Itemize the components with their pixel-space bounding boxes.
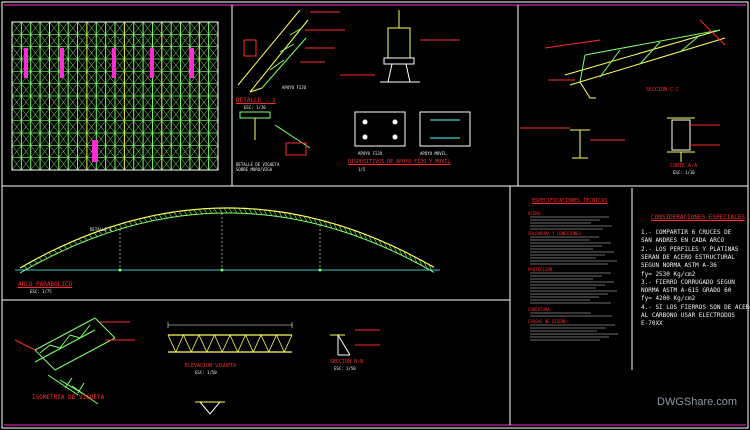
consideraciones-title: CONSIDERACIONES ESPECIALES xyxy=(651,214,745,221)
spec-heading: ACERO: xyxy=(528,211,543,216)
apoyo-fijo-2-label: APOYO FIJO xyxy=(358,151,383,156)
especificaciones-title: ESPECIFICACIONES TECNICAS xyxy=(532,198,608,204)
seccion-bb-scale: ESC: 1/50 xyxy=(334,366,356,371)
detalle-1-drawing xyxy=(237,9,345,156)
isometria-vigueta-drawing xyxy=(14,317,135,405)
seccion-cc-title: SECCION C-C xyxy=(646,87,680,93)
corte-aa-drawing xyxy=(520,117,720,162)
dispositivo-apoyo-drawing xyxy=(340,10,471,147)
corte-aa-title: CORTE A-A xyxy=(670,163,698,169)
consideracion-line: fy= 2530 Kg/cm2 xyxy=(641,270,696,278)
arco-parabolico-drawing xyxy=(15,207,440,274)
watermark: DWGShare.com xyxy=(657,396,738,408)
dispositivo-scale: 1/5 xyxy=(358,167,366,172)
seccion-bb-title: SECCION B-B xyxy=(330,359,364,365)
spec-heading: SOLDADURA Y CONEXIONES: xyxy=(528,231,584,236)
consideracion-line: fy= 4200 Kg/cm2 xyxy=(641,295,696,303)
detalle-2-label: DETALLE 2 xyxy=(90,227,112,232)
spec-body-lines xyxy=(530,216,618,341)
isometria-title: ISOMETRIA DE VIGUETA xyxy=(32,394,105,401)
consideracion-line: 3.- FIERRO CORRUGADO SEGUN xyxy=(641,278,735,286)
apoyo-movil-label: APOYO MOVIL xyxy=(420,151,447,156)
seccion-cc-drawing xyxy=(544,19,726,99)
detalle-1-scale: ESC: 1/10 xyxy=(244,105,266,110)
spec-heading: CARGAS DE DISEÑO: xyxy=(528,319,569,324)
consideracion-line: 1.- COMPARTIR 6 CRUCES DE xyxy=(641,229,732,236)
seccion-bb-drawing xyxy=(330,329,380,356)
spec-heading: PROTECCION: xyxy=(528,267,555,272)
dispositivo-title: DISPOSITIVOS DE APOYO FIJO Y MOVIL xyxy=(348,159,451,165)
consideracion-line: 2.- LOS PERFILES Y PLATINAS xyxy=(641,245,739,253)
detalle-1-title: DETALLE - 1 xyxy=(236,97,276,104)
consideracion-line: AL CARBONO USAR ELECTRODOS xyxy=(641,312,735,319)
consideracion-line: NORMA ASTM A-615 GRADO 60 xyxy=(641,287,732,295)
elevacion-title: ELEVACION VIGUETA xyxy=(185,363,237,369)
roof-plan-grid xyxy=(11,21,219,171)
corte-aa-scale: ESC: 1/10 xyxy=(673,170,695,175)
apoyo-fijo-label: APOYO FIJO xyxy=(282,85,307,90)
arco-title: ARCO PARABOLICO xyxy=(18,281,73,288)
consideracion-line: SERAN DE ACERO ESTRUCTURAL xyxy=(641,253,735,261)
consideracion-line: SAN ANDRES EN CADA ARCO xyxy=(641,237,725,245)
consideracion-line: SEGUN NORMA ASTM A-36 xyxy=(641,262,717,270)
detalle-vigueta-label: DETALLE DE VIGUETA xyxy=(236,162,280,167)
detalle-vigueta-sub: SOBRE MURO/VIGA xyxy=(236,167,273,172)
elevacion-scale: ESC: 1/50 xyxy=(195,370,217,375)
arco-scale: ESC: 1/75 xyxy=(30,289,52,294)
elevacion-vigueta-drawing xyxy=(167,322,293,415)
consideracion-line: 4.- SI LOS FIERROS SON DE ACERO xyxy=(641,303,750,311)
consideracion-line: E-70XX xyxy=(641,320,663,328)
spec-heading: COBERTURA: xyxy=(528,307,553,312)
